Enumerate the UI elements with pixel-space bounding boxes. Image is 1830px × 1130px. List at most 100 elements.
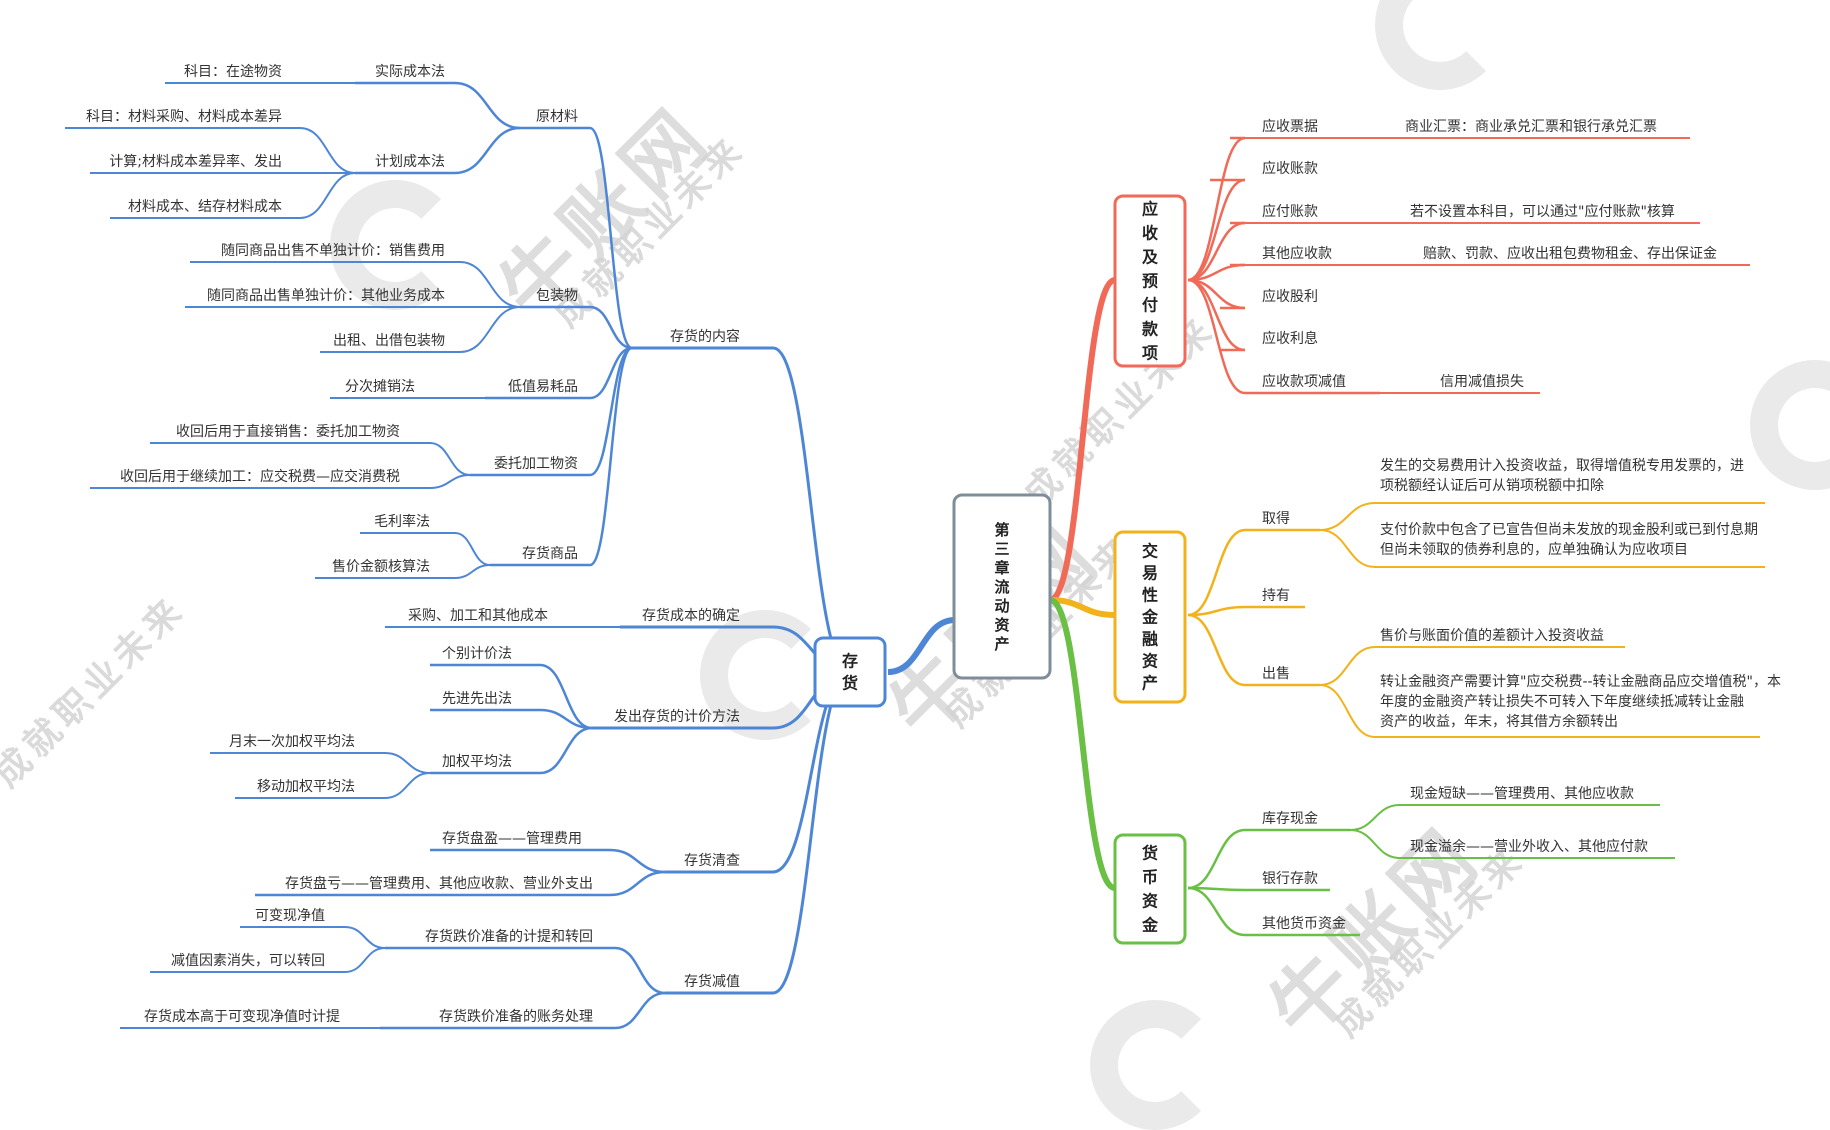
topic-label[interactable]: 存货跌价准备的计提和转回 (425, 928, 593, 945)
topic-label[interactable]: 分次摊销法 (345, 379, 415, 395)
topic-label[interactable]: 其他货币资金 (1262, 915, 1346, 932)
topic-label[interactable]: 存货的内容 (670, 328, 740, 345)
branch-connector (772, 670, 851, 995)
topic-label[interactable]: 低值易耗品 (508, 379, 578, 395)
topic-label[interactable]: 减值因素消失，可以转回 (171, 953, 325, 969)
topic-label[interactable]: 赔款、罚款、应收出租包费物租金、存出保证金 (1423, 245, 1717, 262)
topic-label[interactable]: 其他应收款 (1262, 245, 1332, 262)
topic-label[interactable]: 应收利息 (1262, 330, 1318, 347)
topic-label[interactable]: 随同商品出售单独计价：其他业务成本 (207, 288, 445, 304)
main-topic-char: 存 (842, 652, 858, 671)
topic-label[interactable]: 发出存货的计价方法 (614, 708, 740, 725)
topic-label[interactable]: 应收股利 (1262, 288, 1318, 305)
main-topic-box[interactable] (1113, 530, 1187, 704)
main-topic-char: 币 (1142, 868, 1158, 887)
branch-connector (459, 261, 521, 308)
topic-label[interactable]: 信用减值损失 (1440, 374, 1524, 390)
topic-label[interactable]: 应收账款 (1262, 160, 1318, 177)
topic-label[interactable]: 移动加权平均法 (257, 779, 355, 795)
topic-label[interactable]: 出租、出借包装物 (333, 333, 445, 349)
branch-connector (539, 708, 593, 730)
topic-label[interactable]: 收回后用于直接销售：委托加工物资 (176, 423, 400, 440)
topic-label[interactable]: 存货盘盈——管理费用 (442, 830, 582, 847)
topic-label[interactable]: 出售 (1262, 666, 1290, 682)
branch-connector (1187, 221, 1246, 282)
topic-label-wrapped[interactable]: 转让金融资产需要计算"应交税费--转让金融商品应交增值税"，本年度的金融资产转让… (1380, 673, 1781, 730)
main-topic-char: 产 (994, 635, 1009, 653)
branch-connector (1187, 528, 1246, 617)
branch-connector (887, 617, 956, 675)
main-topic-char: 易 (1142, 564, 1158, 583)
branch-connector (1187, 136, 1246, 282)
topic-label[interactable]: 商业汇票：商业承兑汇票和银行承兑汇票 (1405, 119, 1657, 135)
branch-connector (1187, 605, 1246, 617)
topic-label[interactable]: 先进先出法 (442, 691, 512, 707)
topic-label[interactable]: 实际成本法 (375, 64, 445, 80)
main-topic-char: 项 (1142, 344, 1158, 363)
topic-label[interactable]: 采购、加工和其他成本 (408, 608, 548, 624)
topic-label[interactable]: 取得 (1262, 510, 1290, 527)
topic-label[interactable]: 现金溢余——营业外收入、其他应付款 (1410, 838, 1648, 855)
topic-label[interactable]: 应收款项减值 (1262, 373, 1346, 390)
topic-label[interactable]: 委托加工物资 (494, 456, 578, 472)
topic-label[interactable]: 持有 (1262, 588, 1290, 604)
topic-label[interactable]: 收回后用于继续加工：应交税费—应交消费税 (120, 468, 400, 485)
topic-label[interactable]: 应付账款 (1262, 203, 1318, 220)
branch-connector (1319, 502, 1376, 531)
main-topic-char: 交 (1142, 542, 1158, 561)
topic-label[interactable]: 科目：材料采购、材料成本差异 (86, 109, 282, 125)
topic-label[interactable]: 存货盘亏——管理费用、其他应收款、营业外支出 (285, 875, 593, 892)
main-topic-box[interactable] (1113, 833, 1187, 945)
main-topic-char: 收 (1142, 224, 1158, 243)
topic-label[interactable]: 存货成本高于可变现净值时计提 (144, 1008, 340, 1025)
branch-connector (384, 772, 431, 799)
topic-label[interactable]: 计算;材料成本差异率、发出 (109, 153, 282, 170)
topic-label[interactable]: 存货减值 (684, 973, 740, 990)
main-topic-char: 货 (1142, 844, 1158, 863)
topic-label[interactable]: 科目：在途物资 (184, 63, 282, 80)
topic-label[interactable]: 存货跌价准备的账务处理 (439, 1008, 593, 1025)
main-topic-box[interactable] (952, 493, 1052, 680)
topic-label[interactable]: 存货成本的确定 (642, 607, 740, 624)
main-topic-box[interactable] (1113, 194, 1187, 368)
topic-label[interactable]: 银行存款 (1262, 871, 1318, 887)
main-topic-box[interactable] (813, 636, 887, 708)
topic-label[interactable]: 可变现净值 (255, 908, 325, 924)
main-topic-char: 三 (994, 540, 1009, 558)
topic-label[interactable]: 应收票据 (1262, 118, 1318, 135)
topic-label[interactable]: 毛利率法 (374, 513, 430, 530)
branch-connector (609, 848, 666, 874)
topic-label-line: 年度的金融资产转让损失不可转入下年度继续抵减转让金融 (1380, 693, 1744, 710)
branch-connector (1187, 178, 1246, 282)
branch-connector (1319, 529, 1376, 568)
topic-label[interactable]: 随同商品出售不单独计价：销售费用 (221, 243, 445, 259)
branch-connector (614, 991, 666, 1030)
topic-label[interactable]: 售价与账面价值的差额计入投资收益 (1380, 628, 1604, 644)
topic-label[interactable]: 库存现金 (1262, 811, 1318, 827)
topic-label[interactable]: 存货商品 (522, 545, 578, 562)
topic-label[interactable]: 包装物 (536, 288, 578, 304)
topic-label-line: 发生的交易费用计入投资收益，取得增值税专用发票的，进 (1380, 457, 1744, 474)
topic-label[interactable]: 材料成本、结存材料成本 (128, 199, 282, 215)
topic-label[interactable]: 月末一次加权平均法 (229, 734, 355, 750)
main-topic-char: 款 (1142, 320, 1159, 339)
topic-label-wrapped[interactable]: 支付价款中包含了已宣告但尚未发放的现金股利或已到付息期但尚未领取的债券利息的，应… (1380, 521, 1758, 558)
topic-label[interactable]: 原材料 (536, 109, 578, 125)
branch-connector (539, 663, 593, 730)
topic-label-line: 项税额经认证后可从销项税额中扣除 (1380, 478, 1604, 494)
topic-label[interactable]: 若不设置本科目，可以通过"应付账款"核算 (1410, 203, 1675, 220)
branch-connector (459, 306, 521, 353)
topic-label-wrapped[interactable]: 发生的交易费用计入投资收益，取得增值税专用发票的，进项税额经认证后可从销项税额中… (1380, 457, 1744, 494)
topic-label[interactable]: 个别计价法 (442, 646, 512, 662)
main-topic-char: 资 (994, 616, 1009, 634)
topic-label[interactable]: 计划成本法 (375, 154, 445, 170)
branch-connector (1187, 613, 1246, 687)
topic-label[interactable]: 加权平均法 (442, 754, 512, 770)
topic-label[interactable]: 售价金额核算法 (332, 559, 430, 575)
main-topic-char: 货 (842, 674, 858, 693)
branch-connector (344, 926, 386, 949)
topic-label[interactable]: 现金短缺——管理费用、其他应收款 (1410, 785, 1634, 802)
main-topic-char: 第 (994, 521, 1009, 539)
topic-label[interactable]: 存货清查 (684, 852, 740, 869)
